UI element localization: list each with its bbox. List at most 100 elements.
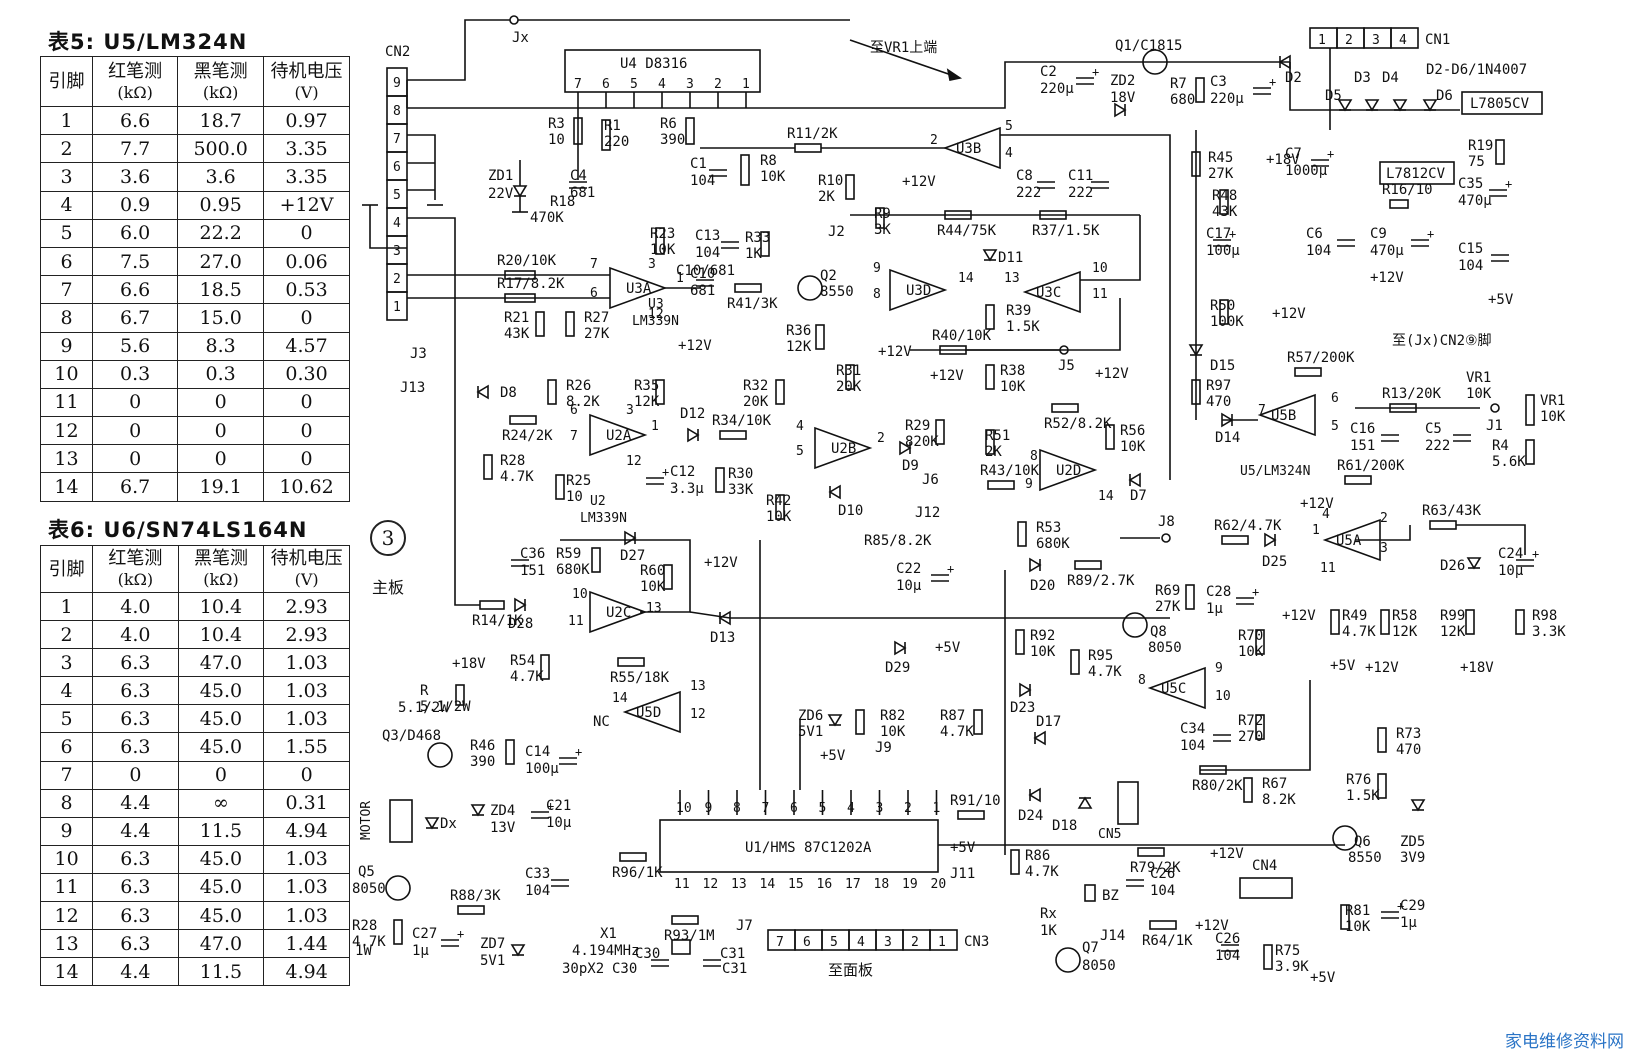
q6-label: Q6 [1354,834,1371,850]
resistor-R64 [1149,920,1177,930]
plus18v-label: +18V [1266,152,1300,168]
resistor-label: R93/1M [664,928,715,944]
cn4-connector [1239,877,1293,899]
resistor-R82 [855,709,865,735]
x1-label: X1 [600,926,617,942]
diode-symbol [514,597,527,613]
resistor-label: R19 [1468,138,1493,154]
diode-label: D5 [1325,88,1342,104]
diode-label: D24 [1018,808,1043,824]
table5-cell: +12V [263,190,350,220]
plus-sign: + [1229,227,1236,241]
u4-label: U4 D8316 [620,56,687,72]
l7805-label: L7805CV [1470,96,1530,112]
resistor-value: 470K [530,210,564,226]
resistor-value: 10K [766,509,792,525]
opamp-label: U5A [1336,533,1362,549]
opamp-label: U2B [831,441,856,457]
resistor-R29 [935,419,945,445]
resistor-label: R79/2K [1130,860,1181,876]
resistor-label: R63/43K [1422,503,1482,519]
resistor-R70 [1255,629,1265,655]
capacitor-label: C31 [722,961,747,977]
resistor-label: R51 [985,428,1010,444]
plus5v-label: +5V [950,840,976,856]
resistor-R60 [663,564,673,590]
pin-number: 1 [1312,523,1320,538]
u1-label: U1/HMS 87C1202A [745,840,872,856]
resistor-label: R80/2K [1192,778,1243,794]
diode-symbol [1278,54,1291,70]
motor-terminal [389,799,413,843]
resistor-R14 [479,600,505,610]
pin-number: 6 [1331,391,1339,406]
resistor-label: R76 [1346,772,1371,788]
capacitor-label: C26 [1215,931,1240,947]
cn2-pin-number: 5 [393,188,401,203]
resistor-R76 [1377,773,1387,799]
pin-number: 11 [568,614,584,629]
capacitor-value: 1μ [1400,915,1417,931]
table5-cell: 0.30 [263,359,350,389]
table5-cell: 0 [177,387,265,418]
diode-label: D13 [710,630,735,646]
pin-number: 3 [876,801,884,816]
lm339n-label: LM339N [632,314,679,329]
capacitor-value: 100μ [1206,243,1240,259]
table6-cell: 4.4 [92,788,179,818]
plus-sign: + [547,799,554,813]
resistor-R91 [957,810,985,820]
jumper-jx [509,15,519,25]
resistor-R10 [845,174,855,200]
resistor-label: R13/20K [1382,386,1442,402]
jumper-j8 [1161,533,1171,543]
table6-cell: 6 [39,732,94,762]
resistor-R88 [457,905,485,915]
plus5v-label: +5V [1310,970,1336,986]
capacitor-label: C28 [1206,584,1231,600]
pin-number: 6 [602,77,610,92]
x1-frequency: 4.194MHz [572,943,639,959]
plus18v-label: +18V [452,656,486,672]
resistor-R62 [1221,535,1249,545]
pin-number: 20 [931,877,947,892]
diode-symbol [1392,99,1408,112]
capacitor-value: 151 [520,563,545,579]
table5-cell: 0 [263,303,350,333]
resistor-label: R53 [1036,520,1061,536]
table5-cell: 0 [177,416,265,446]
resistor-label: R56 [1120,423,1145,439]
plus-sign: + [1269,75,1276,89]
pin-number: 8 [733,801,741,816]
opamp-label: U2D [1056,463,1081,479]
resistor-value: 820K [905,434,939,450]
pin-number: 9 [705,801,713,816]
arrow [946,68,963,81]
resistor-value: 1.5K [1346,788,1380,804]
table6-cell: 6.3 [92,901,179,931]
resistor-label: R28 [500,453,525,469]
resistor-label: R33 [745,230,770,246]
resistor-R28 [483,454,493,480]
l7812-regulator [1379,161,1455,185]
capacitor-value: 1000μ [1285,163,1328,179]
cn5-label: CN5 [1098,827,1121,842]
pin-number: 9 [1215,661,1223,676]
resistor-value: 100K [1210,314,1244,330]
resistor-label: R69 [1155,583,1180,599]
pin-number: 10 [1092,261,1108,276]
opamp-u2b [814,426,873,470]
pin-number: 4 [658,77,666,92]
table6-cell: 1.03 [263,676,350,706]
resistor-label: R95 [1088,648,1113,664]
resistor-label: R9 [874,206,891,222]
resistor-label: R50 [1210,298,1235,314]
pin-number: 6 [790,801,798,816]
pin-number: 15 [788,877,804,892]
plus-sign: + [947,562,954,576]
